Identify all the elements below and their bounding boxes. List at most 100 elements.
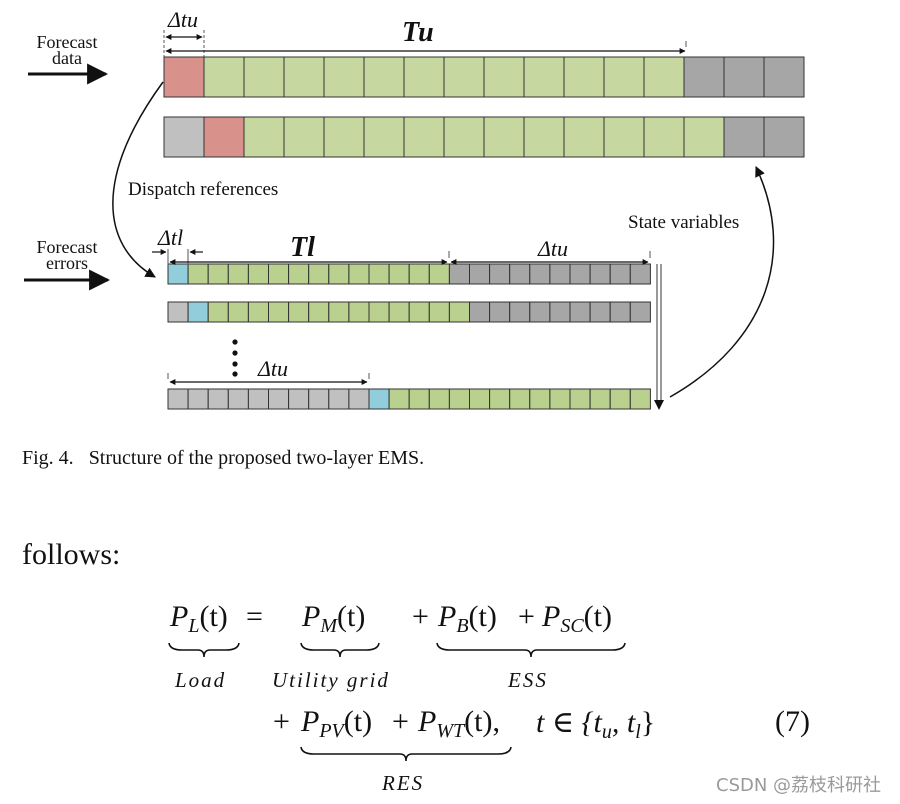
time-slot-horizon: [603, 116, 645, 158]
eq-domain: t ∈ {tu, tl}: [536, 706, 656, 743]
time-slot-horizon-lower: [368, 263, 390, 285]
time-slot-beyond: [723, 116, 765, 158]
time-slot-horizon-lower: [227, 301, 249, 323]
time-slot-beyond: [723, 56, 765, 98]
time-slot-horizon-lower: [247, 301, 269, 323]
time-slot-current-lower: [368, 388, 390, 410]
eq-term-load: PL(t): [170, 600, 228, 637]
dispatch-references-arrow-icon: [112, 81, 164, 278]
forecast-errors-label-line2: errors: [46, 253, 88, 273]
time-slot-horizon-lower: [549, 388, 571, 410]
T-u-label: Tu: [402, 17, 434, 48]
time-slot-beyond: [549, 263, 571, 285]
time-slot-horizon: [603, 56, 645, 98]
time-slot-beyond: [609, 301, 631, 323]
time-slot-horizon: [443, 116, 485, 158]
brace-label-res: RES: [382, 771, 425, 795]
time-slot-horizon-lower: [469, 388, 491, 410]
time-slot-horizon-lower: [308, 263, 330, 285]
time-slot-horizon: [403, 116, 445, 158]
eq-plus: +: [518, 600, 535, 633]
time-slot-horizon: [483, 116, 525, 158]
time-slot-horizon-lower: [428, 388, 450, 410]
time-slot-past: [167, 388, 189, 410]
time-slot-horizon: [283, 116, 325, 158]
time-slot-beyond: [589, 301, 611, 323]
time-slot-horizon: [203, 56, 245, 98]
delta-tu-lower-right-label: Δtu: [537, 236, 568, 261]
time-slot-horizon-lower: [408, 301, 430, 323]
equation-number: (7): [775, 705, 810, 738]
time-slot-horizon-lower: [629, 388, 651, 410]
eq-plus: +: [392, 705, 409, 738]
time-slot-horizon-lower: [268, 301, 290, 323]
time-slot-horizon-lower: [348, 301, 370, 323]
time-slot-horizon-lower: [489, 388, 511, 410]
time-slot-horizon-lower: [408, 263, 430, 285]
underbrace-res-icon: [300, 746, 512, 762]
time-slot-horizon-lower: [268, 263, 290, 285]
dispatch-references-label: Dispatch references: [128, 179, 278, 200]
watermark: CSDN @荔枝科研社: [716, 775, 882, 796]
time-slot-past: [163, 116, 205, 158]
forecast-data-label-line1: Forecast: [37, 32, 98, 52]
time-slot-horizon-lower: [408, 388, 430, 410]
time-slot-horizon: [403, 56, 445, 98]
time-slot-horizon: [323, 56, 365, 98]
time-slot-current-lower: [187, 301, 209, 323]
time-slot-horizon-lower: [448, 301, 470, 323]
time-slot-past: [227, 388, 249, 410]
time-slot-horizon-lower: [348, 263, 370, 285]
time-slot-horizon-lower: [368, 301, 390, 323]
time-slot-beyond: [569, 263, 591, 285]
time-slot-horizon: [643, 56, 685, 98]
eq-term-wind: PWT(t),: [418, 705, 500, 742]
lower-layer-row-2: [167, 301, 651, 323]
time-slot-beyond: [589, 263, 611, 285]
time-slot-horizon-lower: [388, 388, 410, 410]
time-slot-horizon: [483, 56, 525, 98]
eq-plus: +: [273, 705, 290, 738]
forecast-errors-label-line1: Forecast: [37, 237, 98, 257]
brace-label-utility-grid: Utility grid: [272, 668, 390, 692]
delta-tl-label: Δtl: [157, 225, 183, 250]
time-slot-past: [187, 388, 209, 410]
time-slot-horizon-lower: [207, 301, 229, 323]
time-slot-beyond: [469, 263, 491, 285]
eq-term-utility: PM(t): [302, 600, 366, 637]
time-slot-horizon-lower: [288, 263, 310, 285]
forecast-data-label-line2: data: [52, 48, 82, 68]
time-slot-current-upper: [163, 56, 205, 98]
time-slot-beyond: [549, 301, 571, 323]
delta-tu-lower-left-label: Δtu: [257, 356, 288, 381]
time-slot-past: [288, 388, 310, 410]
lower-layer-row-3: [167, 388, 651, 410]
time-slot-horizon: [523, 56, 565, 98]
time-slot-horizon-lower: [388, 301, 410, 323]
eq-plus: +: [412, 600, 429, 633]
time-slot-beyond: [448, 263, 470, 285]
upper-layer-row-2: [163, 116, 805, 158]
time-progress-arrow-icon: [654, 400, 664, 410]
eq-term-battery: PB(t): [438, 600, 497, 637]
upper-layer-timeline: [163, 56, 805, 158]
time-slot-beyond: [529, 301, 551, 323]
two-layer-ems-diagram: Forecast data Forecast errors Δtu Tu Dis…: [24, 7, 805, 410]
figure-number: Fig. 4.: [22, 447, 74, 469]
time-slot-beyond: [469, 301, 491, 323]
time-slot-beyond: [509, 263, 531, 285]
time-slot-beyond: [629, 263, 651, 285]
time-slot-beyond: [629, 301, 651, 323]
lower-layer-timeline: [167, 263, 651, 410]
time-slot-beyond: [763, 56, 805, 98]
time-slot-horizon-lower: [247, 263, 269, 285]
time-slot-horizon-lower: [609, 388, 631, 410]
time-slot-horizon: [363, 56, 405, 98]
time-slot-horizon: [243, 56, 285, 98]
time-slot-beyond: [683, 56, 725, 98]
time-slot-horizon: [323, 116, 365, 158]
time-slot-horizon-lower: [529, 388, 551, 410]
time-slot-horizon-lower: [187, 263, 209, 285]
upper-layer-row-1: [163, 56, 805, 98]
time-slot-horizon-lower: [509, 388, 531, 410]
